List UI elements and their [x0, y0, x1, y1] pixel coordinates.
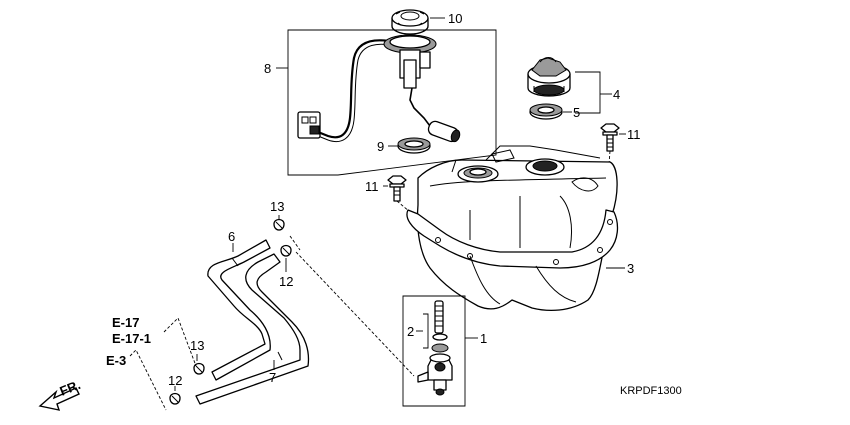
callout-11-left: 11 [365, 179, 379, 194]
callout-12-top: 12 [279, 274, 293, 289]
callout-5: 5 [573, 105, 580, 120]
bracket-2 [423, 313, 429, 349]
overflow-tube [195, 253, 310, 405]
fuel-cock [417, 353, 453, 396]
callout-10: 10 [448, 11, 462, 26]
tube-clip-12-bottom [169, 392, 181, 405]
breather-tube [207, 239, 271, 381]
callout-4: 4 [613, 87, 620, 102]
fuel-cock-assembly-outline [402, 295, 466, 407]
ref-bracket-e17 [163, 317, 197, 367]
fuel-tank [406, 145, 619, 312]
callout-1: 1 [480, 331, 487, 346]
tube-clip-13-bottom [193, 362, 205, 375]
ref-e17-1[interactable]: E-17-1 [112, 331, 151, 346]
callout-11-right: 11 [627, 127, 641, 142]
callout-12-bottom: 12 [168, 373, 182, 388]
bolt-left-dashline [396, 200, 411, 213]
fuel-unit-packing [397, 137, 431, 154]
flange-bolt-right [600, 123, 620, 152]
callout-3: 3 [627, 261, 634, 276]
fuel-strainer-screen [434, 300, 444, 334]
callout-2: 2 [407, 324, 414, 339]
ref-e17[interactable]: E-17 [112, 315, 139, 330]
tube-clip-13-top [273, 218, 285, 231]
flange-bolt-left [387, 175, 407, 202]
fuel-level-sender-unit [297, 34, 461, 143]
bracket-4 [575, 71, 601, 114]
callout-7: 7 [269, 370, 276, 385]
fuel-cock-oring [431, 333, 449, 353]
callout-13-top: 13 [270, 199, 284, 214]
fuel-line-route [295, 251, 415, 377]
tank-cap-seal [529, 103, 563, 120]
callout-6: 6 [228, 229, 235, 244]
ref-bracket-e3 [129, 349, 167, 411]
callout-13-bottom: 13 [190, 338, 204, 353]
callout-8: 8 [264, 61, 271, 76]
front-direction-arrow-icon [38, 387, 80, 411]
diagram-code: KRPDF1300 [620, 385, 682, 397]
fuel-unit-assembly-outline [287, 29, 497, 176]
clip-13-route [289, 235, 301, 251]
tube-clip-12-top [280, 244, 292, 257]
tank-cap-assembly [527, 57, 571, 97]
callout-9: 9 [377, 139, 384, 154]
ref-e3[interactable]: E-3 [106, 353, 126, 368]
front-marker-label: FR. [58, 377, 83, 399]
